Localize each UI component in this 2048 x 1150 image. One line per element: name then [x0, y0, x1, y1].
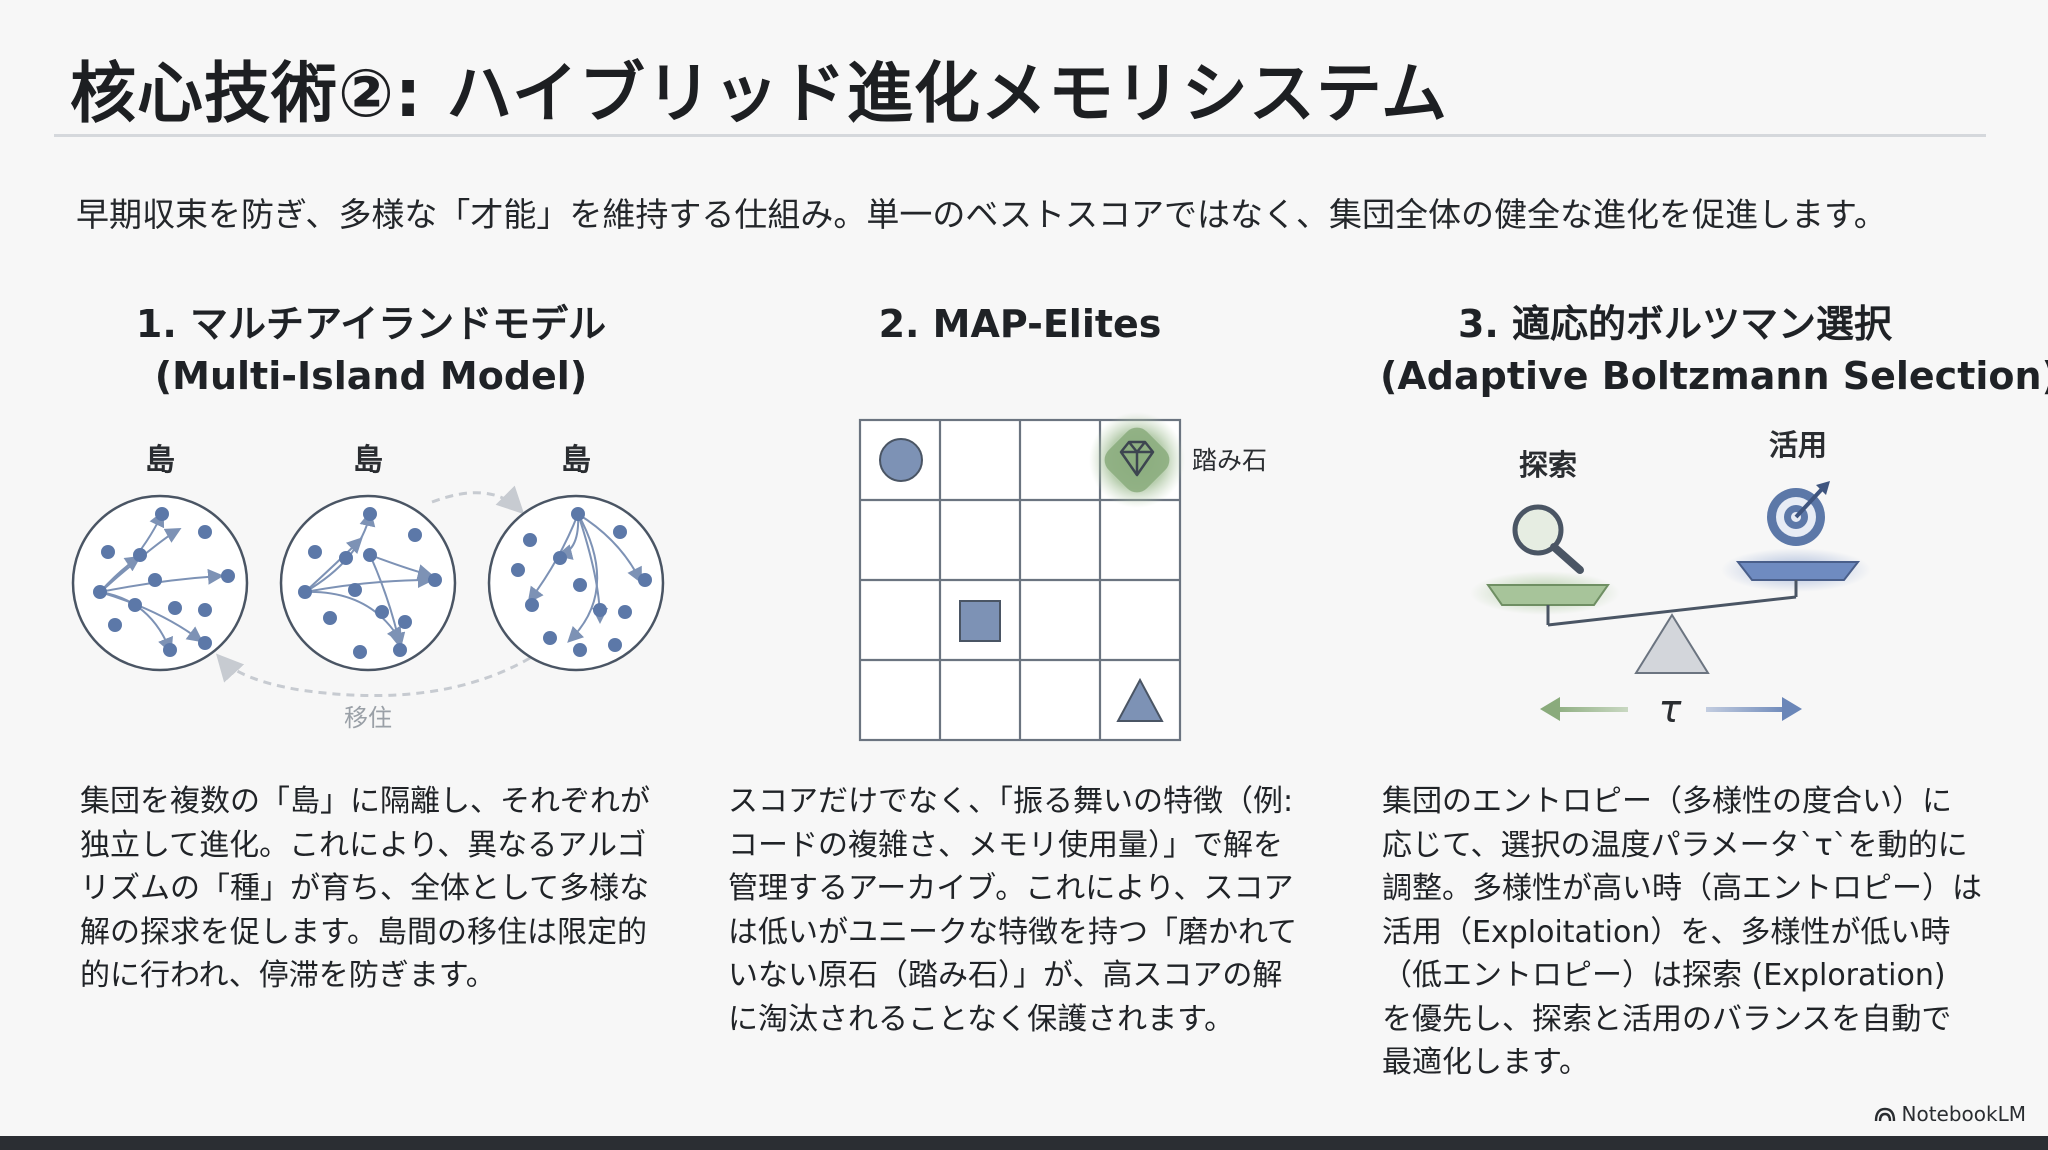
- migration-arrow-bottom: [215, 653, 531, 697]
- island-1: [71, 494, 249, 672]
- column-1-body: 集団を複数の「島」に隔離し、それぞれが 独立して進化。これにより、異なるアルゴ …: [80, 784, 650, 993]
- elite-square: [959, 600, 1001, 642]
- slide-title: 核心技術②: ハイブリッド進化メモリシステム: [70, 55, 1448, 132]
- explore-label: 探索: [1519, 448, 1577, 482]
- island-label-1: 島: [145, 443, 175, 478]
- column-3-heading: 3. 適応的ボルツマン選択 (Adaptive Boltzmann Select…: [1380, 302, 2048, 398]
- migration-arrow-top: [431, 485, 525, 515]
- tau-label: τ: [1659, 687, 1683, 731]
- fulcrum: [1634, 613, 1710, 674]
- elite-circle: [879, 438, 923, 482]
- gem-icon: [1089, 412, 1185, 508]
- explore-pan: [1486, 584, 1610, 606]
- boltzmann-balance-diagram: 探索 活用: [1470, 428, 1871, 731]
- column-2-heading: 2. MAP-Elites: [878, 302, 1162, 346]
- column-3-body: 集団のエントロピー（多様性の度合い）に 応じて、選択の温度パラメータ`τ`を動的…: [1382, 784, 1982, 1080]
- title-divider: [54, 134, 1986, 137]
- notebooklm-logo-icon: [1874, 1107, 1895, 1122]
- migration-label: 移住: [344, 704, 392, 732]
- island-3: [487, 494, 665, 672]
- tau-arrows: [1540, 697, 1802, 721]
- island-label-3: 島: [561, 443, 591, 478]
- island-2: [279, 494, 457, 672]
- stepping-stone-label: 踏み石: [1192, 446, 1267, 475]
- exploit-pan: [1735, 561, 1861, 581]
- slide-subtitle: 早期収束を防ぎ、多様な「才能」を維持する仕組み。単一のベストスコアではなく、集団…: [76, 195, 1887, 234]
- column-1-heading: 1. マルチアイランドモデル (Multi-Island Model): [135, 302, 607, 398]
- map-elites-diagram: 踏み石: [858, 412, 1267, 742]
- island-label-2: 島: [353, 443, 383, 478]
- brand-label: NotebookLM: [1901, 1102, 2027, 1126]
- search-icon: [1512, 504, 1584, 574]
- brand-watermark: NotebookLM: [1874, 1102, 2027, 1126]
- multi-island-diagram: 島 島 島 移住: [71, 443, 665, 732]
- column-2-body: スコアだけでなく、「振る舞いの特徴（例: コードの複雑さ、メモリ使用量）」で解を…: [728, 784, 1298, 1037]
- target-icon: [1767, 481, 1830, 546]
- balance-beam: [1546, 580, 1798, 627]
- exploit-label: 活用: [1769, 428, 1827, 462]
- elite-triangle: [1116, 677, 1164, 722]
